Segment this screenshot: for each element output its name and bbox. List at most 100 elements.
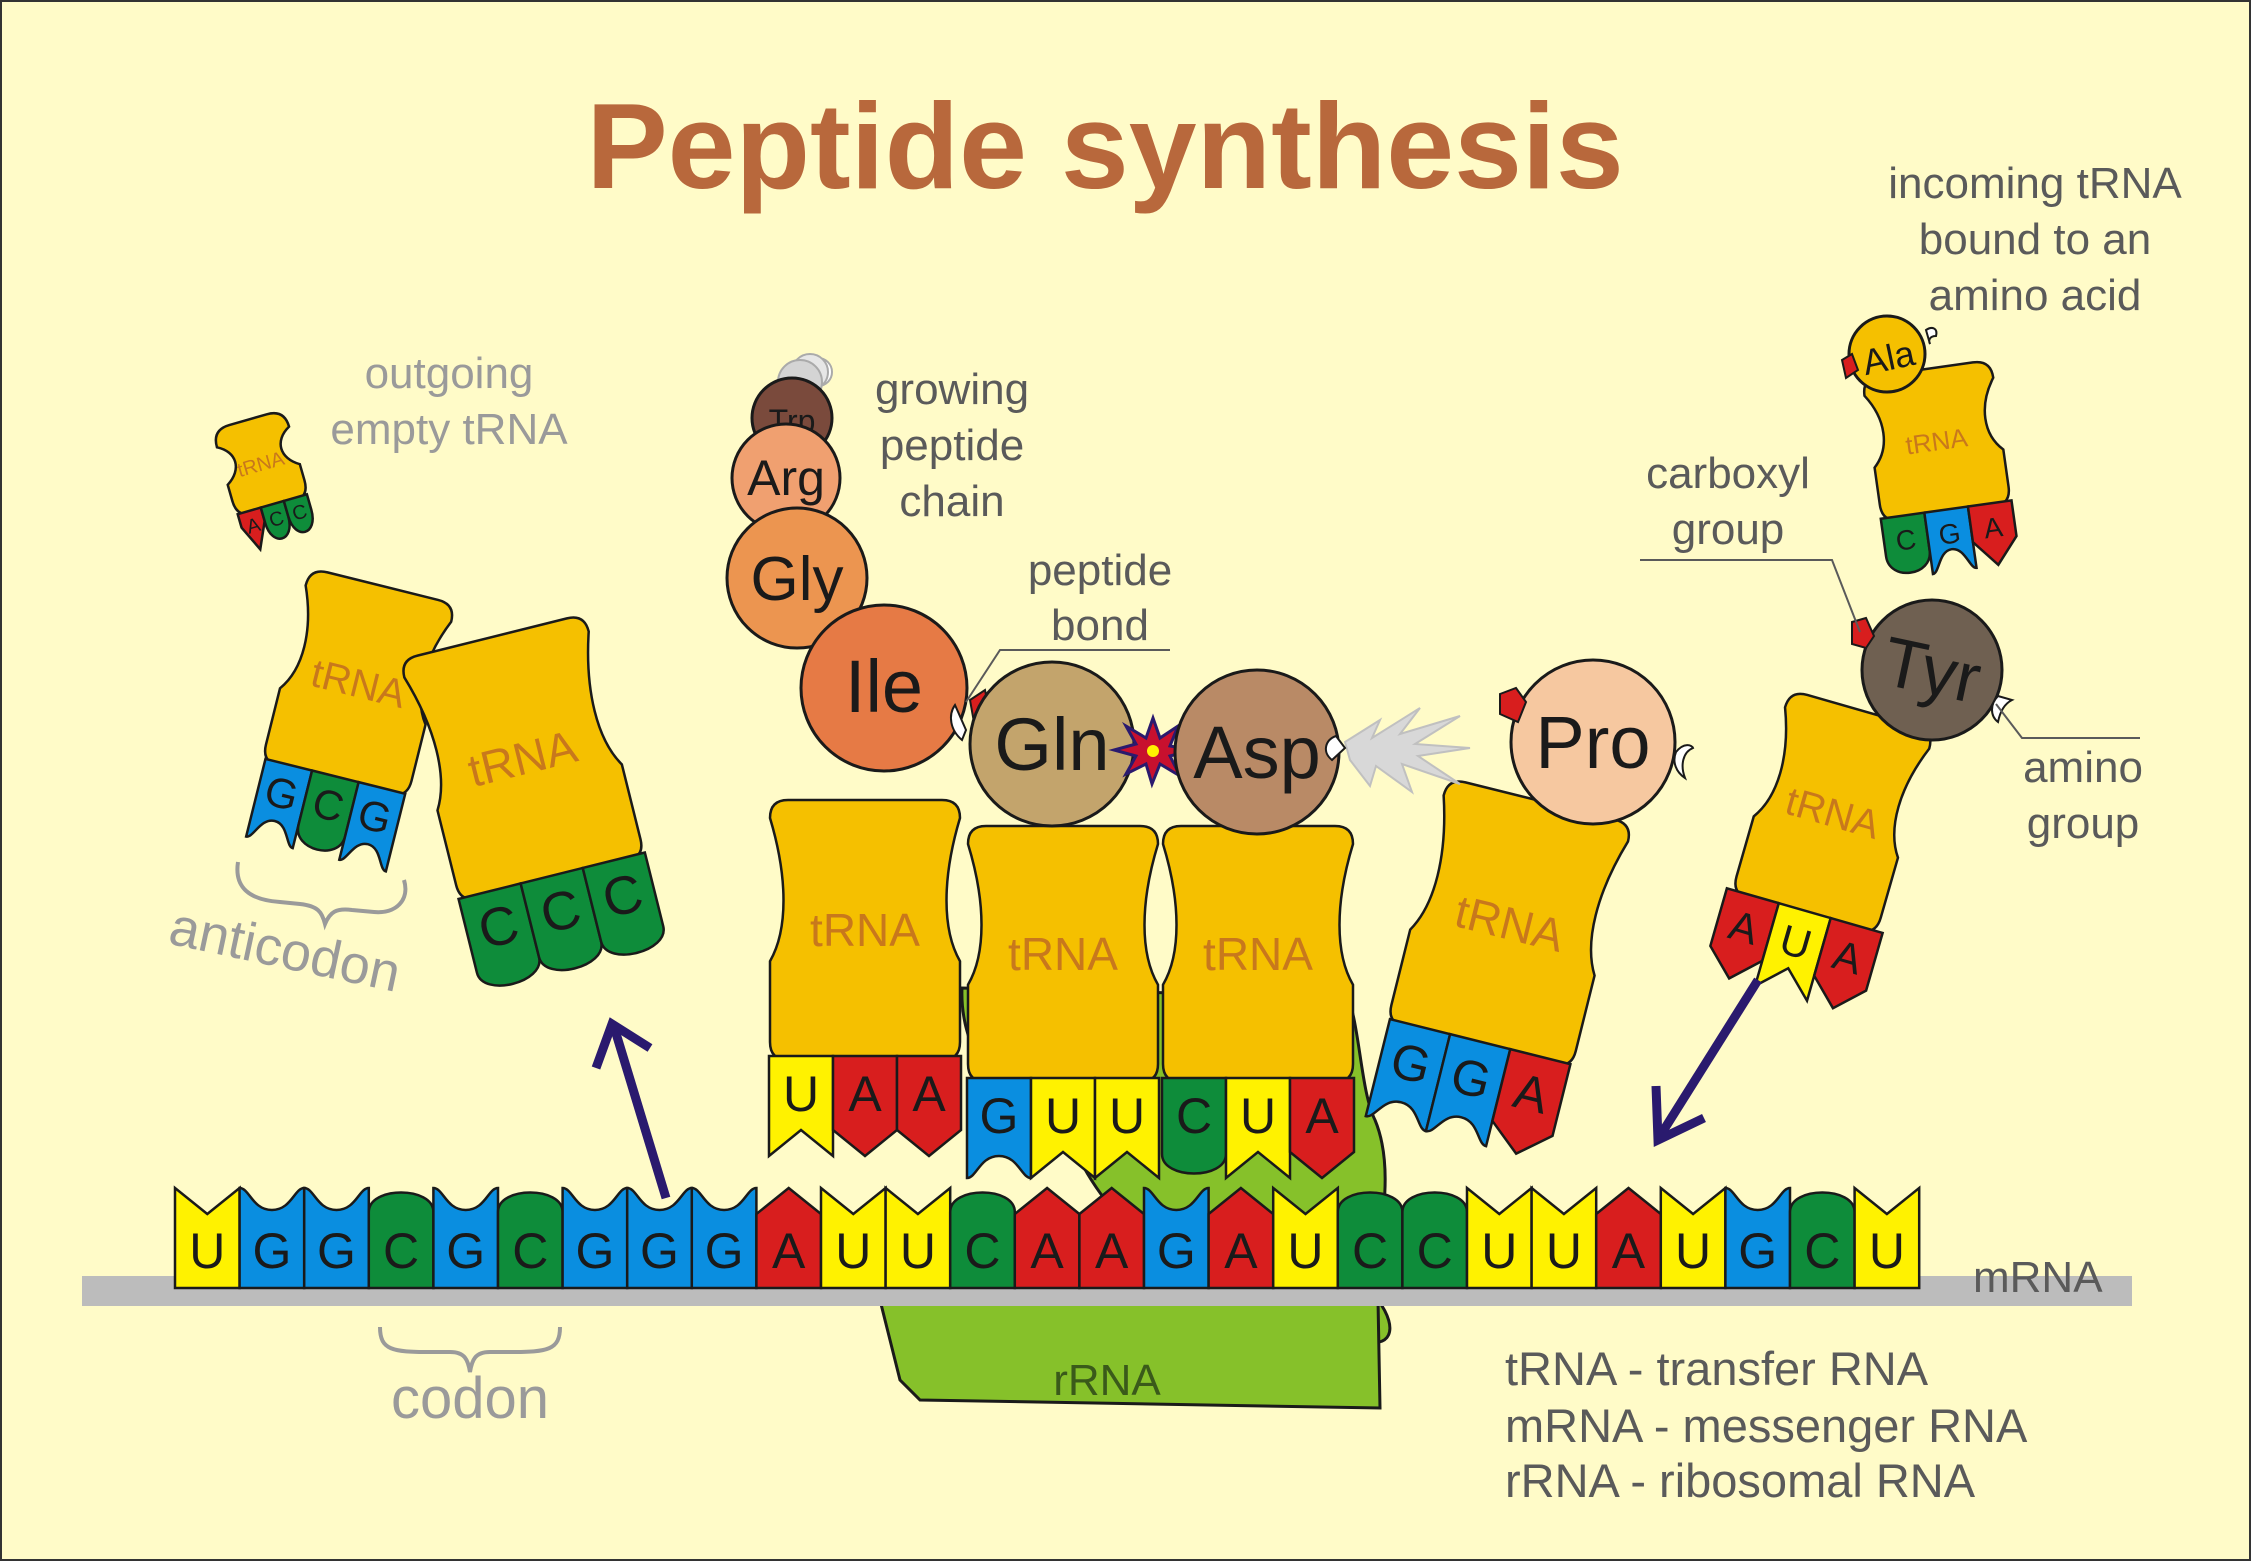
mrna-base-shape — [755, 1186, 823, 1290]
mrna-base-G: G — [625, 1186, 694, 1290]
growing-line2: peptide — [880, 421, 1024, 470]
mrna-base-shape — [238, 1186, 306, 1290]
anticodon-base-A: A — [1491, 1047, 1572, 1156]
mrna-base-letter: G — [1738, 1223, 1777, 1279]
mrna-base-letter: C — [1352, 1223, 1388, 1279]
anticodon-base-shape — [244, 757, 314, 850]
mrna-base-letter: A — [772, 1223, 806, 1279]
anticodon-base-C: C — [282, 492, 314, 534]
legend-rrna: rRNA - ribosomal RNA — [1505, 1454, 1976, 1507]
growing-line1: growing — [875, 365, 1029, 414]
anticodon-base-letter: U — [1109, 1088, 1145, 1144]
anticodon-base-A: A — [1966, 498, 2018, 567]
anticodon-base-shape — [831, 1054, 899, 1158]
mrna-base-shape — [1594, 1186, 1663, 1290]
peptide-bond-center — [1147, 745, 1159, 757]
anticodon-base-shape — [1424, 1032, 1512, 1148]
mrna-base-letter: A — [1612, 1223, 1646, 1279]
ala-carboxyl-group — [1840, 352, 1860, 380]
mrna-base-G: G — [1724, 1186, 1792, 1290]
trna-label: tRNA — [810, 904, 920, 956]
amino-acid-pro: Pro — [1509, 658, 1677, 826]
anticodon-base-shape — [1491, 1047, 1572, 1156]
gly-label: Gly — [751, 545, 844, 614]
legend-mrna: mRNA - messenger RNA — [1505, 1399, 2028, 1452]
mrna-base-U: U — [819, 1185, 887, 1290]
mrna-base-shape — [948, 1191, 1017, 1290]
anticodon-base-C: C — [519, 866, 603, 972]
peptide-chain: Trp Arg Gly Ile Gln Asp — [725, 314, 2015, 836]
mrna-base-letter: C — [1417, 1223, 1453, 1279]
anticodon-brace — [235, 861, 408, 931]
mrna-base-shape — [690, 1186, 758, 1290]
mrna-base-U: U — [1465, 1185, 1533, 1290]
mrna-base-shape — [1142, 1186, 1210, 1290]
outgoing-label: outgoing empty tRNA — [330, 349, 568, 454]
asp-label: Asp — [1193, 711, 1321, 794]
anticodon-base-U: U — [1224, 1076, 1292, 1181]
outgoing-label-line1: outgoing — [365, 349, 534, 398]
anticodon-base-shape — [767, 1054, 835, 1159]
pro-circle — [1509, 658, 1677, 826]
growing-line3: chain — [899, 477, 1004, 526]
amino-acid-asp: Asp — [1173, 668, 1341, 836]
peptide-bond-label: peptide bond — [1028, 546, 1172, 650]
anticodon-base-letter: A — [1305, 1088, 1339, 1144]
anticodon-base-shape — [1364, 1017, 1452, 1133]
anticodon-base-shape — [1224, 1076, 1292, 1181]
mrna-base-A: A — [1013, 1186, 1081, 1290]
mrna-base-shape — [1853, 1185, 1921, 1290]
mrna-base-letter: G — [640, 1223, 679, 1279]
incoming-line3: amino acid — [1929, 271, 2142, 320]
mrna-base-G: G — [690, 1186, 758, 1290]
incoming-line1: incoming tRNA — [1888, 159, 2182, 208]
anticodon-base-C: C — [1879, 511, 1931, 575]
peptide-bond-line2: bond — [1051, 601, 1149, 650]
outgoing-arrow-head — [591, 1017, 653, 1070]
amino-acid-tyr: Tyr — [1860, 598, 2004, 742]
anticodon-base-A: A — [831, 1054, 899, 1158]
incoming-label: incoming tRNA bound to an amino acid — [1888, 159, 2182, 320]
ala-amino-group — [1924, 327, 1938, 345]
mrna-base-shape — [432, 1186, 500, 1290]
codon-brace — [378, 1326, 562, 1373]
anticodon-base-G: G — [244, 757, 314, 850]
amino-acid-gln: Gln — [968, 660, 1136, 828]
mrna-base-letter: U — [900, 1223, 936, 1279]
anticodon-base-letter: C — [267, 507, 287, 532]
mrna-base-letter: G — [705, 1223, 744, 1279]
amino-group-notch — [949, 702, 968, 742]
mrna-base-shape — [1207, 1186, 1275, 1290]
page-title: Peptide synthesis — [586, 78, 1623, 214]
mrna-base-G: G — [302, 1186, 371, 1290]
mrna-base-U: U — [1530, 1185, 1598, 1290]
mrna-base-G: G — [432, 1186, 500, 1290]
anticodon-base-shape — [337, 780, 407, 873]
mrna-base-shape — [1013, 1186, 1081, 1290]
legend: tRNA - transfer RNA mRNA - messenger RNA… — [1505, 1342, 2028, 1507]
anticodon-base-U: U — [1029, 1076, 1097, 1181]
incoming-line2: bound to an — [1919, 215, 2151, 264]
anticodon-base-U: U — [1753, 901, 1833, 1004]
mrna-base-shape — [302, 1186, 371, 1290]
anticodon-base-letter: A — [1982, 511, 2005, 544]
codon-label: codon — [391, 1366, 549, 1431]
mrna-base-shape — [173, 1185, 241, 1290]
anticodon-base-shape — [1093, 1076, 1161, 1181]
mrna-base-letter: G — [446, 1223, 485, 1279]
mrna-base-shape — [819, 1185, 887, 1290]
gln-label: Gln — [994, 703, 1109, 786]
carboxyl-line2: group — [1672, 505, 1785, 554]
anticodon-base-G: G — [337, 780, 407, 873]
pro-amino-group — [1673, 744, 1695, 781]
anticodon-base-letter: A — [912, 1066, 946, 1122]
rrna-label: rRNA — [1053, 1356, 1161, 1405]
outgoing-label-line2: empty tRNA — [330, 405, 568, 454]
